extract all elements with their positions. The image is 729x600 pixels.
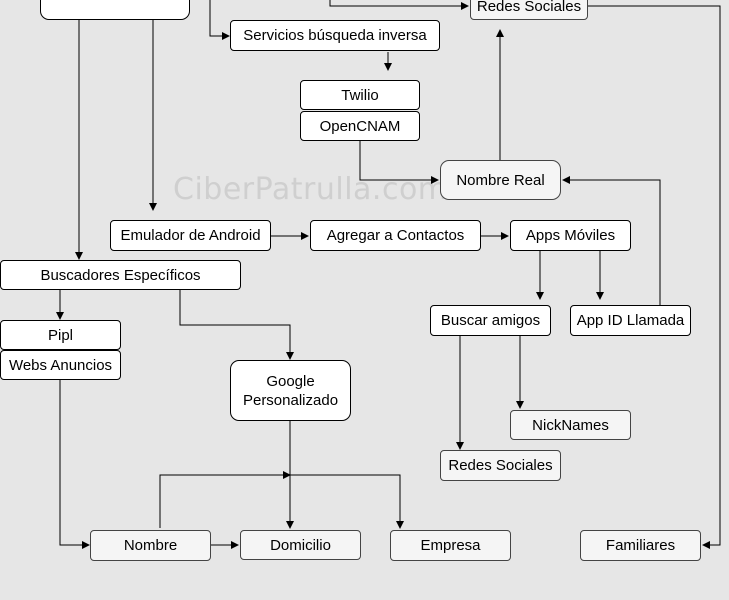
edge-top-to-redes-sociales xyxy=(329,0,469,10)
twilio-node: Twilio xyxy=(300,80,420,110)
buscadores-especificos-node: Buscadores Específicos xyxy=(0,260,241,290)
edge-branch-to-nombre xyxy=(159,471,291,528)
app-id-llamada-node: App ID Llamada xyxy=(570,305,691,336)
nombre-node: Nombre xyxy=(90,530,211,561)
emulador-android-node: Emulador de Android xyxy=(110,220,271,251)
agregar-contactos-node: Agregar a Contactos xyxy=(310,220,481,251)
edge-app-id-to-nombre-real xyxy=(562,176,661,305)
familiares-node: Familiares xyxy=(580,530,701,561)
redes-sociales-top-node: Redes Sociales xyxy=(470,0,588,20)
edge-buscadores-to-google xyxy=(179,290,294,360)
redes-sociales-bottom-node: Redes Sociales xyxy=(440,450,561,481)
edge-branch-to-empresa xyxy=(290,474,404,529)
nombre-real-node: Nombre Real xyxy=(440,160,561,200)
edge-right-to-familiares xyxy=(588,5,721,549)
opencnam-node: OpenCNAM xyxy=(300,111,420,141)
nicknames-node: NickNames xyxy=(510,410,631,440)
servicios-busqueda-inversa-node: Servicios búsqueda inversa xyxy=(230,20,440,51)
webs-anuncios-node: Webs Anuncios xyxy=(0,350,121,380)
watermark-text: CiberPatrulla.com xyxy=(173,172,448,207)
google-personalizado-node: Google Personalizado xyxy=(230,360,351,421)
edge-source-to-servicios xyxy=(209,0,230,40)
edge-webs-to-nombre xyxy=(59,380,90,549)
buscar-amigos-node: Buscar amigos xyxy=(430,305,551,336)
apps-moviles-node: Apps Móviles xyxy=(510,220,631,251)
source-node xyxy=(40,0,190,20)
pipl-node: Pipl xyxy=(0,320,121,350)
edge-opencnam-to-nombre-real xyxy=(359,141,439,184)
empresa-node: Empresa xyxy=(390,530,511,561)
domicilio-node: Domicilio xyxy=(240,530,361,560)
